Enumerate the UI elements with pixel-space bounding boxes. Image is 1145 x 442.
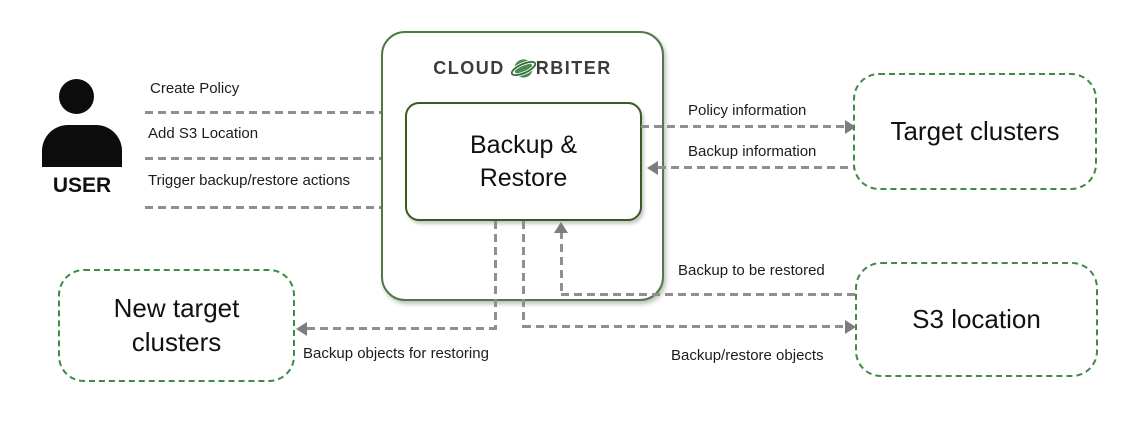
backup-restore-module: Backup & Restore (405, 102, 642, 221)
user-label: USER (52, 174, 112, 197)
arrowhead-up-icon (554, 222, 568, 233)
connector-policy-information (641, 125, 845, 128)
planet-ring-icon (509, 58, 537, 78)
connector-trigger-actions (145, 206, 392, 209)
target-clusters-label: Target clusters (890, 116, 1060, 146)
flow-label-policy-information: Policy information (688, 102, 807, 119)
node-s3-location: S3 location (855, 262, 1098, 377)
logo-text-cloud: CLOUD (433, 57, 505, 78)
connector-backup-to-be-restored-v (560, 231, 563, 296)
arrowhead-right-icon (845, 120, 856, 134)
user-icon-torso (42, 125, 122, 167)
connector-backup-restore-objects-h (523, 325, 845, 328)
connector-backup-restore-objects-v (522, 221, 525, 328)
user-icon (59, 79, 94, 114)
flow-label-add-s3-location: Add S3 Location (148, 125, 259, 142)
new-target-clusters-label: New target clusters (113, 292, 240, 357)
arrowhead-right-icon (845, 320, 856, 334)
connector-create-policy (145, 111, 392, 114)
flow-label-backup-restore-objects: Backup/restore objects (671, 347, 824, 364)
backup-restore-label: Backup & Restore (469, 131, 577, 192)
arrowhead-left-icon (296, 322, 307, 336)
connector-backup-objects-restoring-v (494, 221, 497, 330)
cloud-orbiter-logo: CLOUD RBITER (381, 53, 664, 83)
flow-label-backup-to-be-restored: Backup to be restored (678, 262, 825, 279)
node-new-target-clusters: New target clusters (58, 269, 295, 382)
logo-text-rbiter: RBITER (535, 57, 612, 78)
connector-backup-objects-restoring-h (307, 327, 497, 330)
connector-add-s3-location (145, 157, 392, 160)
node-target-clusters: Target clusters (853, 73, 1097, 190)
flow-label-backup-information: Backup information (688, 143, 817, 160)
flow-label-trigger-actions: Trigger backup/restore actions (148, 172, 351, 189)
arrowhead-left-icon (647, 161, 658, 175)
connector-backup-to-be-restored-h (561, 293, 855, 296)
s3-location-label: S3 location (912, 304, 1041, 334)
flow-label-backup-objects-for-restoring: Backup objects for restoring (303, 345, 489, 362)
connector-backup-information (658, 166, 855, 169)
flow-label-create-policy: Create Policy (150, 80, 240, 97)
